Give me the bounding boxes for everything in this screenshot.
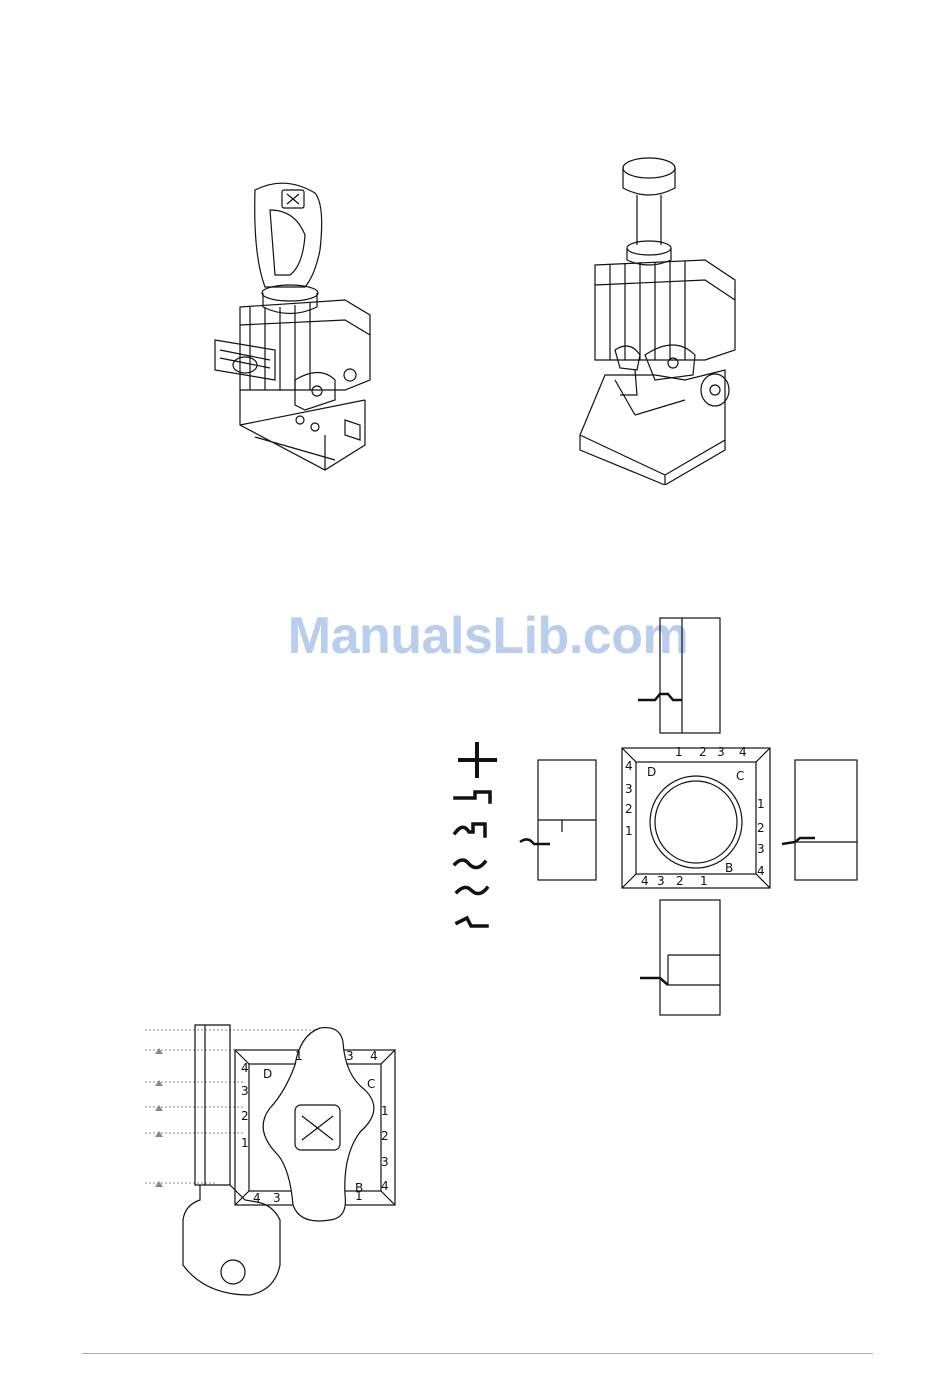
jaw-label: 3 xyxy=(717,745,725,759)
jaw-label: 3 xyxy=(625,782,633,796)
key-bottom xyxy=(660,900,720,1015)
jaw-label: 1 xyxy=(700,874,708,888)
key-top xyxy=(660,618,720,733)
key-alignment-figure: 1 3 4 4 3 2 1 1 2 3 4 4 3 1 D C B xyxy=(145,1020,405,1300)
jaw-diagram-figure: 1 2 3 4 4 3 2 1 1 2 3 4 4 3 2 1 D C B xyxy=(510,610,865,1020)
jaw-label: 4 xyxy=(381,1179,389,1193)
jaw-label: B xyxy=(355,1181,363,1195)
jaw-label: 1 xyxy=(675,745,683,759)
jaw-label: B xyxy=(725,861,733,875)
jaw-label: 2 xyxy=(757,821,765,835)
jaw-square xyxy=(622,748,770,888)
jaw-label: 4 xyxy=(253,1191,261,1205)
jaw-label: 1 xyxy=(241,1136,249,1150)
jaw-label: 3 xyxy=(381,1155,389,1169)
jaw-label: 1 xyxy=(757,797,765,811)
jaw-label: 3 xyxy=(757,842,765,856)
jaw-label: 2 xyxy=(676,874,684,888)
jaw-label: 2 xyxy=(381,1129,389,1143)
jaw-center-circle xyxy=(650,776,742,868)
jaw-label: 2 xyxy=(241,1109,249,1123)
jaw-label: 4 xyxy=(641,874,649,888)
jaw-label: 1 xyxy=(625,824,633,838)
clamp-with-knob-figure xyxy=(575,150,745,485)
jaw-label: 1 xyxy=(381,1104,389,1118)
jaw-label: 4 xyxy=(625,759,633,773)
jaw-label: C xyxy=(736,769,744,783)
jaw-label: 1 xyxy=(295,1049,303,1063)
jaw-label: 2 xyxy=(699,745,707,759)
jaw-label: 4 xyxy=(370,1049,378,1063)
jaw-label: 3 xyxy=(657,874,665,888)
jaw-label: 4 xyxy=(757,864,765,878)
jaw-label: 4 xyxy=(739,745,747,759)
key-bow-hole xyxy=(221,1260,245,1284)
jaw-label: D xyxy=(263,1067,272,1081)
key-clamp-knob-drawing-icon xyxy=(580,158,735,485)
jaw-label: 2 xyxy=(625,802,633,816)
jaw-label: 3 xyxy=(273,1191,281,1205)
clamp-with-handle-figure xyxy=(195,175,390,480)
jaw-label: C xyxy=(367,1077,375,1091)
key-cut-profile-symbols-icon xyxy=(455,744,495,926)
jaw-label: 3 xyxy=(241,1084,249,1098)
cut-profiles-figure xyxy=(445,740,505,935)
jaw-label: 3 xyxy=(346,1049,354,1063)
jaw-label: D xyxy=(647,765,656,779)
jaw-label: 4 xyxy=(241,1061,249,1075)
footer-rule xyxy=(82,1353,873,1354)
key-right xyxy=(795,760,857,880)
key-clamp-handle-drawing-icon xyxy=(215,183,370,470)
